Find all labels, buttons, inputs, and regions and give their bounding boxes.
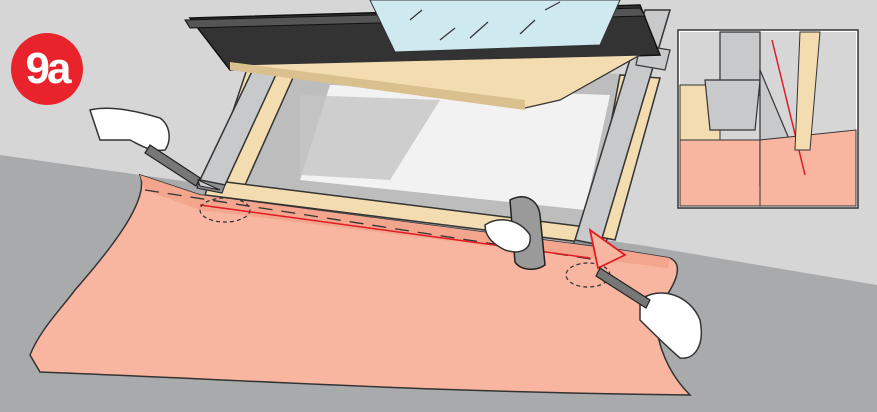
step-number-label: 9a bbox=[11, 33, 83, 105]
inset-flashing-base bbox=[705, 80, 760, 130]
detail-inset bbox=[678, 30, 858, 208]
inset-membrane bbox=[680, 140, 760, 206]
window-glass bbox=[370, 0, 620, 52]
